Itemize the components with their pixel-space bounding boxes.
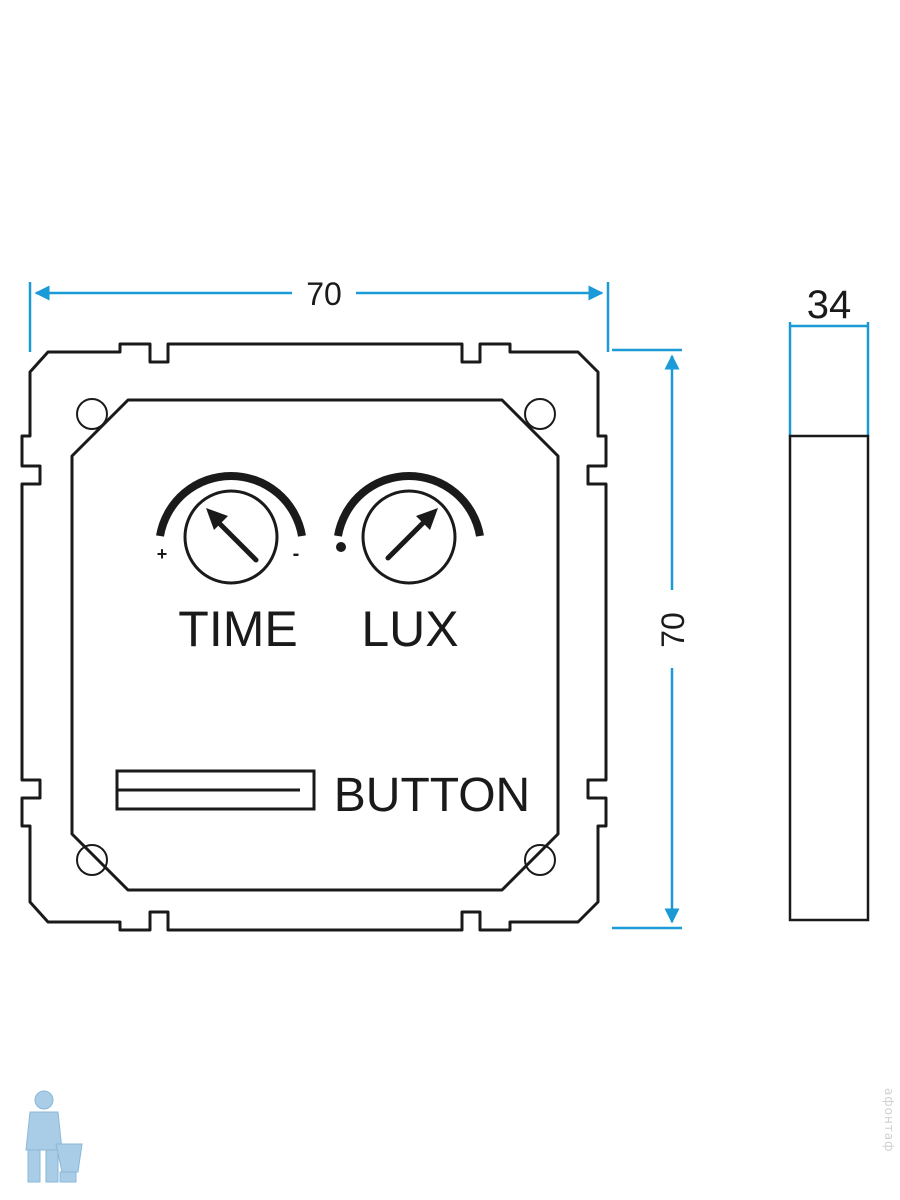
outer-frame — [20, 342, 608, 932]
height-dimension — [612, 348, 682, 930]
moon-icon — [472, 541, 478, 553]
time-label: TIME — [178, 601, 297, 657]
screw-holes — [76, 398, 556, 876]
width-dimension-label: 70 — [306, 276, 342, 312]
screw-hole-bottom-left — [76, 844, 108, 876]
depth-dimension-label: 34 — [807, 283, 852, 327]
time-scale-arc — [156, 472, 306, 537]
lux-scale-arc — [334, 472, 484, 537]
lux-pointer-arrow-icon — [416, 508, 438, 530]
time-plus-sign: + — [157, 544, 168, 564]
width-dimension — [28, 282, 610, 352]
lux-label: LUX — [361, 601, 458, 657]
watermark-text: афонтаф — [882, 1088, 896, 1153]
sun-dot-icon — [336, 542, 346, 552]
screw-hole-bottom-right — [524, 844, 556, 876]
lux-dial-pointer — [385, 515, 431, 561]
time-dial-pointer — [213, 517, 259, 563]
push-button[interactable] — [115, 769, 316, 811]
height-dimension-label: 70 — [655, 612, 691, 648]
inner-panel — [70, 398, 560, 892]
lux-knob[interactable] — [334, 472, 484, 585]
side-view-body — [788, 434, 870, 922]
screw-hole-top-right — [524, 398, 556, 430]
button-label: BUTTON — [334, 769, 530, 822]
depth-dimension — [788, 322, 870, 436]
plumber-logo — [25, 1090, 83, 1183]
time-pointer-arrow-icon — [206, 508, 228, 530]
screw-hole-top-left — [76, 398, 108, 430]
time-minus-sign: - — [293, 543, 300, 565]
time-knob[interactable] — [156, 472, 306, 585]
